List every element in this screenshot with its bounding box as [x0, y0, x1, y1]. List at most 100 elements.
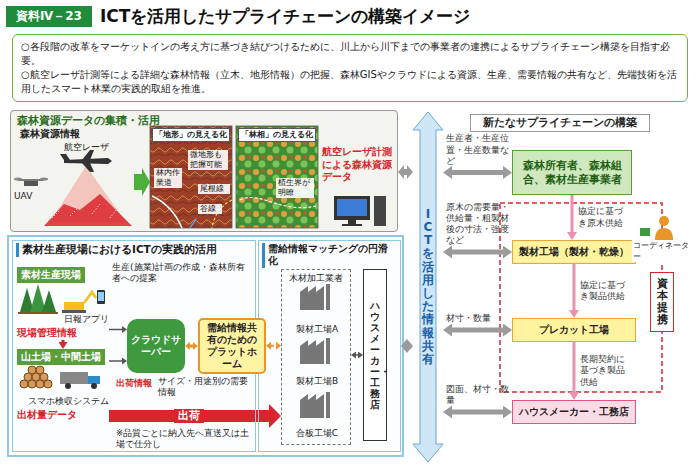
node-text: 製材工場B [296, 375, 338, 388]
process-box: プレカット工場 [512, 318, 636, 342]
connector [190, 345, 193, 348]
coordinator-node: コーディネーター [632, 212, 696, 262]
drone-icon [24, 181, 38, 186]
excavator-icon [62, 292, 96, 313]
panel: 森林資源データの集積・活用 [10, 110, 398, 232]
node-text: コーディネーター [632, 240, 696, 262]
flow-label: サイズ・用途別の需要情報 [158, 376, 254, 399]
section-label: 森林資源情報 [20, 128, 100, 141]
node-text: 需給情報マッチングの円滑化 [262, 243, 397, 268]
truck-icon [91, 383, 97, 389]
factory-node: 製材工場A [286, 284, 348, 336]
green-arrow [134, 168, 150, 196]
coordinator-icon [655, 228, 673, 240]
map-title: 「林相」の見える化 [238, 128, 316, 142]
ict-double-arrow [413, 112, 443, 462]
capital-tie-frame [500, 203, 662, 392]
process-box: ハウスメーカー・工務店 [512, 400, 636, 424]
computer-icon [342, 224, 362, 226]
diagram-title: ICTを活用したサプライチェーンの構築イメージ [100, 6, 470, 27]
node-text: 山土場・中間土場 [17, 349, 105, 365]
site-area: 山土場・中間土場スマホ検収システム出材量データ [17, 349, 109, 425]
factory-icon [300, 286, 324, 310]
excavator-icon [84, 292, 96, 303]
ict-double-arrow [413, 112, 443, 462]
map-label: 植生界が明瞭 [276, 178, 314, 198]
edge-label: 生産者・生産位置・生産数量など [446, 133, 509, 167]
panel-ground [8, 236, 403, 456]
edge-label: 出荷 [174, 409, 204, 423]
airplane-icon [82, 163, 94, 172]
node-text: 需給情報共有のためのプラットホーム [203, 322, 261, 370]
excavator-icon [62, 310, 86, 313]
drone-icon [14, 178, 48, 187]
forest-hill [52, 204, 116, 218]
edge-label: 協定に基づき原木供給 [578, 206, 628, 229]
edge-label: 材寸・数量 [446, 313, 509, 324]
terrain-map [150, 126, 232, 228]
connector [404, 169, 407, 175]
connector [62, 340, 65, 342]
phone-icon [97, 290, 105, 304]
map-title: 「地形」の見える化 [152, 128, 230, 142]
forest-hill [44, 194, 132, 226]
edge-label: 原木の需要量・供給量・粗製材後の寸法・強度など [446, 202, 509, 247]
computer-icon [348, 220, 356, 224]
green-arrow [134, 168, 150, 196]
canopy-map [236, 126, 318, 228]
connector [573, 264, 576, 310]
forest-hill [44, 194, 132, 226]
note-text: ※品質ごとに納入先へ直送又は土場で仕分し [116, 428, 254, 449]
node-text: 合板工場C [296, 427, 338, 440]
node-text: ○各段階の改革をマーケットインの考え方に基づき結びつけるために、川上から川下まで… [21, 40, 679, 68]
factory-icon [300, 394, 324, 418]
computer-icon [337, 199, 367, 216]
edge-label: 協定に基づき製品供給 [580, 280, 630, 303]
drone-icon [18, 179, 44, 181]
factory-node: 合板工場C [286, 388, 348, 440]
connector [573, 342, 576, 392]
factory-icon [300, 340, 324, 364]
log-pile [28, 366, 36, 374]
node-text: 製材工場（製材・乾燥） [519, 245, 629, 259]
node-body-text: 現場管理情報 [17, 326, 109, 340]
connector [109, 360, 122, 362]
data-note: 航空レーザ計測による森林資源データ [322, 146, 396, 184]
panel-ground [258, 240, 401, 452]
node-text: 森林所有者、森林組合、素材生産事業者 [517, 159, 627, 186]
connector [356, 354, 358, 356]
edge-label: 図面、材寸・数量 [446, 384, 509, 407]
panel: 需給情報マッチングの円滑化木材加工業者製材工場A製材工場B合板工場Cハウスメーカ… [258, 240, 401, 452]
processor-group: 木材加工業者製材工場A製材工場B合板工場C [281, 269, 351, 445]
truck-icon [60, 372, 100, 389]
section-header: 新たなサプライチェーンの構築 [470, 114, 650, 132]
connector [109, 329, 122, 331]
edge-label: 長期契約に基づき製品供給 [580, 354, 630, 388]
vertical-box: 資本提携 [650, 272, 674, 332]
map-label: 尾根線 [198, 184, 230, 194]
log-pile [36, 366, 44, 374]
process-box: 製材工場（製材・乾燥） [512, 240, 636, 264]
canopy-map [240, 198, 316, 208]
coordinator-icon [640, 228, 650, 236]
connector [109, 410, 269, 422]
node-text: 森林資源データの集積・活用 [17, 113, 391, 128]
connector [452, 328, 503, 333]
ict-band: ICTを活用した情報共有 [413, 112, 443, 462]
intro-box: ○各段階の改革をマーケットインの考え方に基づき結びつけるために、川上から川下まで… [12, 34, 688, 102]
panel-ground [10, 110, 398, 232]
part-label: 航空レーザ [64, 142, 124, 153]
node-text: 新たなサプライチェーンの構築 [483, 116, 637, 130]
forest-trees [18, 312, 58, 314]
terrain-map [190, 218, 196, 228]
node-body-text: 出材量データ [17, 408, 109, 422]
part-label: UAV [14, 191, 42, 202]
node-text: 素材生産現場 [17, 267, 85, 283]
airplane-icon [60, 150, 112, 172]
node-text: クラウドサーバー [130, 334, 182, 359]
capital-tie-frame [500, 203, 662, 392]
truck-icon [60, 372, 88, 384]
node-text: プレカット工場 [539, 323, 609, 337]
node-text: ハウスメーカー・工務店 [370, 300, 380, 410]
